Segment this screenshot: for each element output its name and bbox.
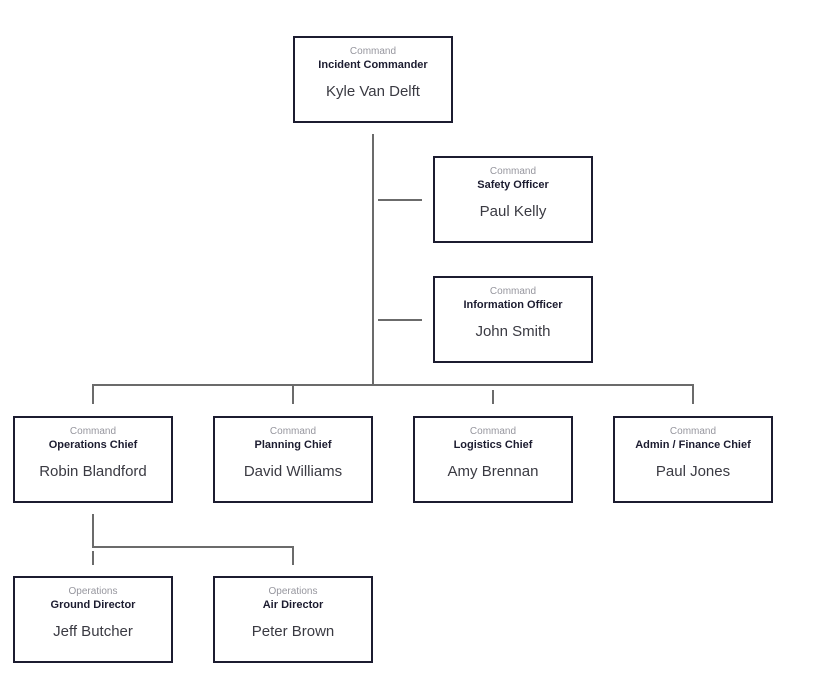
connector-drop-ground — [92, 551, 94, 565]
group-label: Command — [269, 426, 317, 437]
connector-drop-planning — [292, 386, 294, 404]
connector-drop-operations — [92, 386, 94, 404]
connector-trunk-main — [372, 134, 374, 386]
group-label: Operations — [268, 586, 318, 597]
role-label: Logistics Chief — [453, 439, 533, 451]
group-label: Command — [69, 426, 117, 437]
person-name: Robin Blandford — [39, 463, 147, 480]
person-name: Kyle Van Delft — [326, 83, 420, 100]
role-label: Incident Commander — [318, 59, 428, 71]
person-name: Paul Jones — [655, 463, 731, 480]
group-label: Command — [489, 286, 537, 297]
group-label: Command — [489, 166, 537, 177]
org-node-admin-finance-chief[interactable]: Command Admin / Finance Chief Paul Jones — [613, 416, 773, 503]
role-label: Information Officer — [463, 299, 563, 311]
group-label: Command — [669, 426, 717, 437]
person-name: Peter Brown — [251, 623, 335, 640]
person-name: Paul Kelly — [479, 203, 547, 220]
group-label: Operations — [68, 586, 118, 597]
org-node-information-officer[interactable]: Command Information Officer John Smith — [433, 276, 593, 363]
group-label: Command — [469, 426, 517, 437]
role-label: Ground Director — [50, 599, 136, 611]
connector-drop-air — [292, 548, 294, 565]
connector-drop-logistics — [492, 390, 494, 404]
person-name: John Smith — [475, 323, 551, 340]
person-name: David Williams — [243, 463, 343, 480]
person-name: Jeff Butcher — [53, 623, 133, 640]
connector-bus-operations — [92, 546, 294, 548]
role-label: Admin / Finance Chief — [635, 439, 751, 451]
role-label: Air Director — [262, 599, 324, 611]
org-node-operations-chief[interactable]: Command Operations Chief Robin Blandford — [13, 416, 173, 503]
org-node-planning-chief[interactable]: Command Planning Chief David Williams — [213, 416, 373, 503]
connector-trunk-operations — [92, 514, 94, 548]
connector-bus-main — [92, 384, 694, 386]
connector-stub-information — [378, 319, 422, 321]
org-node-logistics-chief[interactable]: Command Logistics Chief Amy Brennan — [413, 416, 573, 503]
org-node-incident-commander[interactable]: Command Incident Commander Kyle Van Delf… — [293, 36, 453, 123]
person-name: Amy Brennan — [447, 463, 539, 480]
org-node-air-director[interactable]: Operations Air Director Peter Brown — [213, 576, 373, 663]
group-label: Command — [349, 46, 397, 57]
role-label: Planning Chief — [254, 439, 332, 451]
role-label: Operations Chief — [48, 439, 138, 451]
org-node-safety-officer[interactable]: Command Safety Officer Paul Kelly — [433, 156, 593, 243]
org-node-ground-director[interactable]: Operations Ground Director Jeff Butcher — [13, 576, 173, 663]
connector-drop-admin — [692, 386, 694, 404]
connector-stub-safety — [378, 199, 422, 201]
role-label: Safety Officer — [477, 179, 549, 191]
